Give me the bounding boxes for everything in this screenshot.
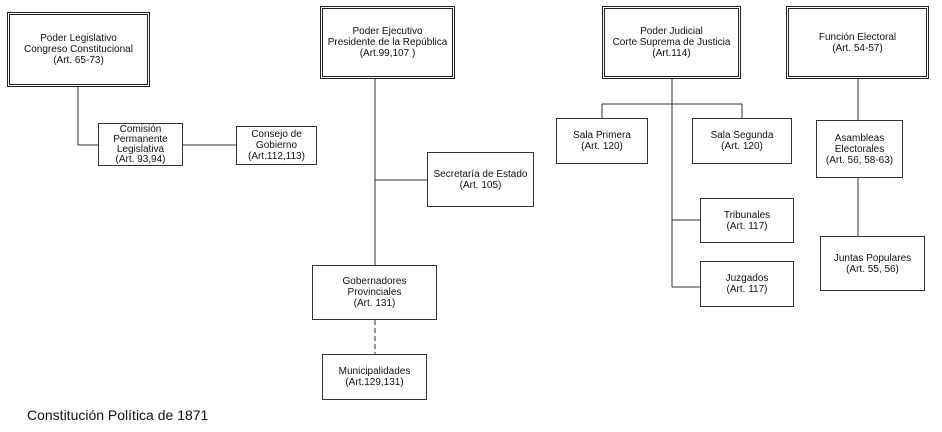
box-line: Consejo de <box>251 129 302 140</box>
box-line: Sala Primera <box>573 130 631 141</box>
box-line: Poder Judicial <box>640 26 703 37</box>
box-tribunales: Tribunales (Art. 117) <box>700 198 794 243</box>
box-comision-permanente: Comisión Permanente Legislativa (Art. 93… <box>98 123 183 166</box>
box-juntas-populares: Juntas Populares (Art. 55, 56) <box>820 236 925 291</box>
box-line: (Art. 54-57) <box>832 42 883 54</box>
box-line: Juntas Populares <box>833 252 912 264</box>
box-consejo-gobierno: Consejo de Gobierno (Art.112,113) <box>236 126 317 165</box>
diagram-caption: Constitución Política de 1871 <box>27 407 209 423</box>
box-line: (Art. 105) <box>459 179 502 191</box>
box-funcion-electoral: Función Electoral (Art. 54-57) <box>786 6 929 79</box>
box-line: Gobierno <box>255 140 298 151</box>
box-line: Sala Segunda <box>710 130 774 141</box>
box-juzgados: Juzgados (Art. 117) <box>700 261 794 307</box>
connector-legislativo-comision <box>77 87 98 146</box>
box-line: (Art. 56, 58-63) <box>825 154 894 166</box>
box-line: (Art. 131) <box>353 298 396 309</box>
box-line: Poder Ejecutivo <box>352 26 423 37</box>
box-line: (Art. 117) <box>726 220 768 232</box>
box-line: (Art.129,131) <box>345 377 404 388</box>
box-sala-segunda: Sala Segunda (Art. 120) <box>692 118 792 164</box>
box-line: Municipalidades <box>338 366 411 377</box>
box-line: (Art. 55, 56) <box>846 263 899 275</box>
box-line: (Art. 120) <box>721 141 763 152</box>
box-line: (Art.114) <box>652 48 691 59</box>
box-line: (Art.99,107 ) <box>359 48 416 59</box>
box-line: Juzgados <box>725 273 769 284</box>
box-line: (Art. 93,94) <box>115 153 166 165</box>
box-poder-judicial: Poder Judicial Corte Suprema de Justicia… <box>602 6 741 79</box>
box-line: Congreso Constitucional <box>24 44 133 55</box>
box-line: Comisión <box>119 123 162 135</box>
box-line: Presidente de la República <box>327 37 448 48</box>
box-poder-legislativo: Poder Legislativo Congreso Constituciona… <box>7 12 150 87</box>
box-poder-ejecutivo: Poder Ejecutivo Presidente de la Repúbli… <box>320 6 455 79</box>
box-line: (Art. 65-73) <box>53 55 104 66</box>
box-line: Legislativa <box>116 143 165 155</box>
box-line: Corte Suprema de Justicia <box>612 37 731 48</box>
box-line: (Art. 120) <box>581 141 623 152</box>
box-line: Secretaría de Estado <box>433 168 528 180</box>
box-line: Función Electoral <box>818 31 897 43</box>
box-municipalidades: Municipalidades (Art.129,131) <box>322 354 427 400</box>
box-sala-primera: Sala Primera (Art. 120) <box>556 118 648 164</box>
box-line: (Art. 117) <box>726 284 768 295</box>
box-line: (Art.112,113) <box>248 151 305 162</box>
box-line: Asambleas <box>834 132 885 144</box>
box-line: Provinciales <box>347 287 402 298</box>
box-line: Permanente <box>113 133 168 145</box>
box-line: Electorales <box>834 143 885 155</box>
box-gobernadores-provinciales: Gobernadores Provinciales (Art. 131) <box>312 265 437 320</box>
box-line: Gobernadores <box>342 276 407 287</box>
box-asambleas-electorales: Asambleas Electorales (Art. 56, 58-63) <box>816 120 903 178</box>
box-line: Tribunales <box>723 209 771 221</box>
box-line: Poder Legislativo <box>40 33 117 44</box>
box-secretaria-estado: Secretaría de Estado (Art. 105) <box>427 152 534 207</box>
